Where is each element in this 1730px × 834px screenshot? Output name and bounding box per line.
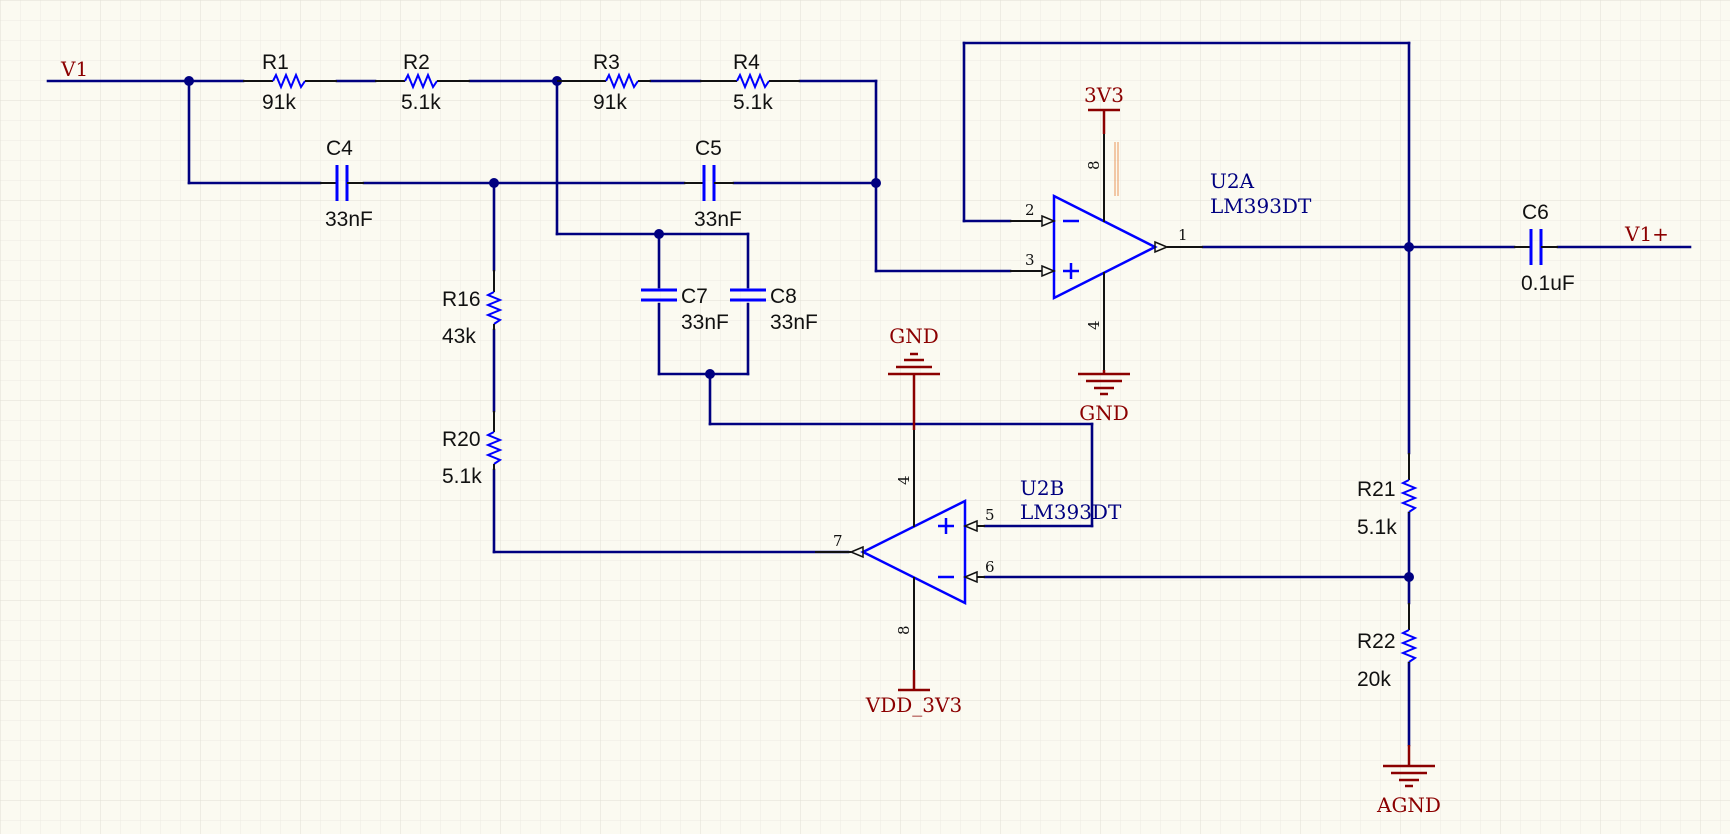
junction-dot [654,229,664,239]
capacitor-c8[interactable] [730,288,766,302]
pin-number: 4 [1085,320,1103,330]
capacitor-ref: C4 [326,137,353,160]
resistors [243,72,1418,663]
resistor-value: 5.1k [442,465,482,488]
power-label-3v3: 3V3 [1084,83,1124,107]
pin-number: 3 [1025,251,1035,269]
opamp-u2b-designator: U2B [1020,476,1064,500]
capacitor-ref: C6 [1522,201,1549,224]
capacitor-c7[interactable] [641,288,677,302]
resistor-r4[interactable] [700,72,800,90]
resistor-ref: R21 [1357,478,1396,501]
power-label-gnd: GND [1079,401,1129,425]
net-label-v1plus[interactable]: V1+ [1624,222,1669,246]
capacitor-ref: C7 [681,285,708,308]
resistor-r16[interactable] [485,270,503,330]
ground-icon[interactable] [888,352,940,430]
pin-number: 7 [833,532,843,550]
resistor-ref: R20 [442,428,481,451]
junction-dot [184,76,194,86]
capacitor-value: 33nF [681,311,729,334]
net-label-v1[interactable]: V1 [60,57,88,81]
resistor-ref: R22 [1357,630,1396,653]
pin-number: 8 [1085,160,1103,170]
junction-dot [705,369,715,379]
resistor-r20[interactable] [485,411,503,470]
resistor-r22[interactable] [1400,603,1418,663]
pin-number: 4 [895,475,913,485]
pin-number: 1 [1178,226,1188,244]
capacitor-value: 33nF [770,311,818,334]
resistor-ref: R1 [262,51,289,74]
junction-dot [1404,572,1414,582]
capacitor-c5[interactable] [684,165,734,201]
power-3v3-symbol[interactable] [1088,108,1120,134]
capacitors [320,165,1558,302]
marker-icon [1114,142,1119,196]
capacitor-value: 0.1uF [1521,272,1575,295]
component-labels: R1 91k R2 5.1k R3 91k R4 5.1k R16 43k R2… [262,51,1575,691]
opamp-u2a-designator: U2A [1210,169,1255,193]
power-label-agnd: AGND [1376,793,1441,817]
capacitor-value: 33nF [694,208,742,231]
resistor-ref: R2 [403,51,430,74]
wires [46,41,1692,747]
junction-dot [871,178,881,188]
resistor-r3[interactable] [557,72,651,90]
resistor-value: 5.1k [1357,516,1397,539]
resistor-value: 5.1k [733,91,773,114]
junction-dot [1404,242,1414,252]
capacitor-value: 33nF [325,208,373,231]
power-label-vdd: VDD_3V3 [865,693,962,717]
resistor-ref: R3 [593,51,620,74]
resistor-r21[interactable] [1400,453,1418,513]
capacitor-ref: C5 [695,137,722,160]
opamp-u2b-part: LM393DT [1020,500,1122,524]
resistor-value: 91k [262,91,296,114]
opamp-u2b[interactable]: 5 6 7 4 8 U2B LM393DT [815,430,1122,670]
capacitor-c6[interactable] [1514,229,1558,265]
resistor-ref: R4 [733,51,760,74]
pin-number: 6 [985,558,995,576]
capacitor-c4[interactable] [320,165,364,201]
resistor-r1[interactable] [243,72,337,90]
resistor-value: 91k [593,91,627,114]
resistor-ref: R16 [442,288,481,311]
opamp-u2a[interactable]: 2 3 1 8 4 U2A LM393DT [1010,134,1312,370]
resistor-value: 5.1k [401,91,441,114]
power-vdd-symbol[interactable] [898,670,930,692]
pin-number: 8 [895,625,913,635]
power-label-gnd: GND [889,324,939,348]
junctions [184,76,1414,582]
resistor-r2[interactable] [375,72,470,90]
junction-dot [489,178,499,188]
resistor-value: 43k [442,325,476,348]
resistor-value: 20k [1357,668,1391,691]
ground-icon[interactable] [1383,745,1435,788]
capacitor-ref: C8 [770,285,797,308]
ground-icon[interactable] [1078,370,1130,396]
pin-number: 2 [1025,201,1035,219]
pin-number: 5 [985,506,995,524]
opamp-u2a-part: LM393DT [1210,194,1312,218]
power-symbols [888,108,1435,788]
